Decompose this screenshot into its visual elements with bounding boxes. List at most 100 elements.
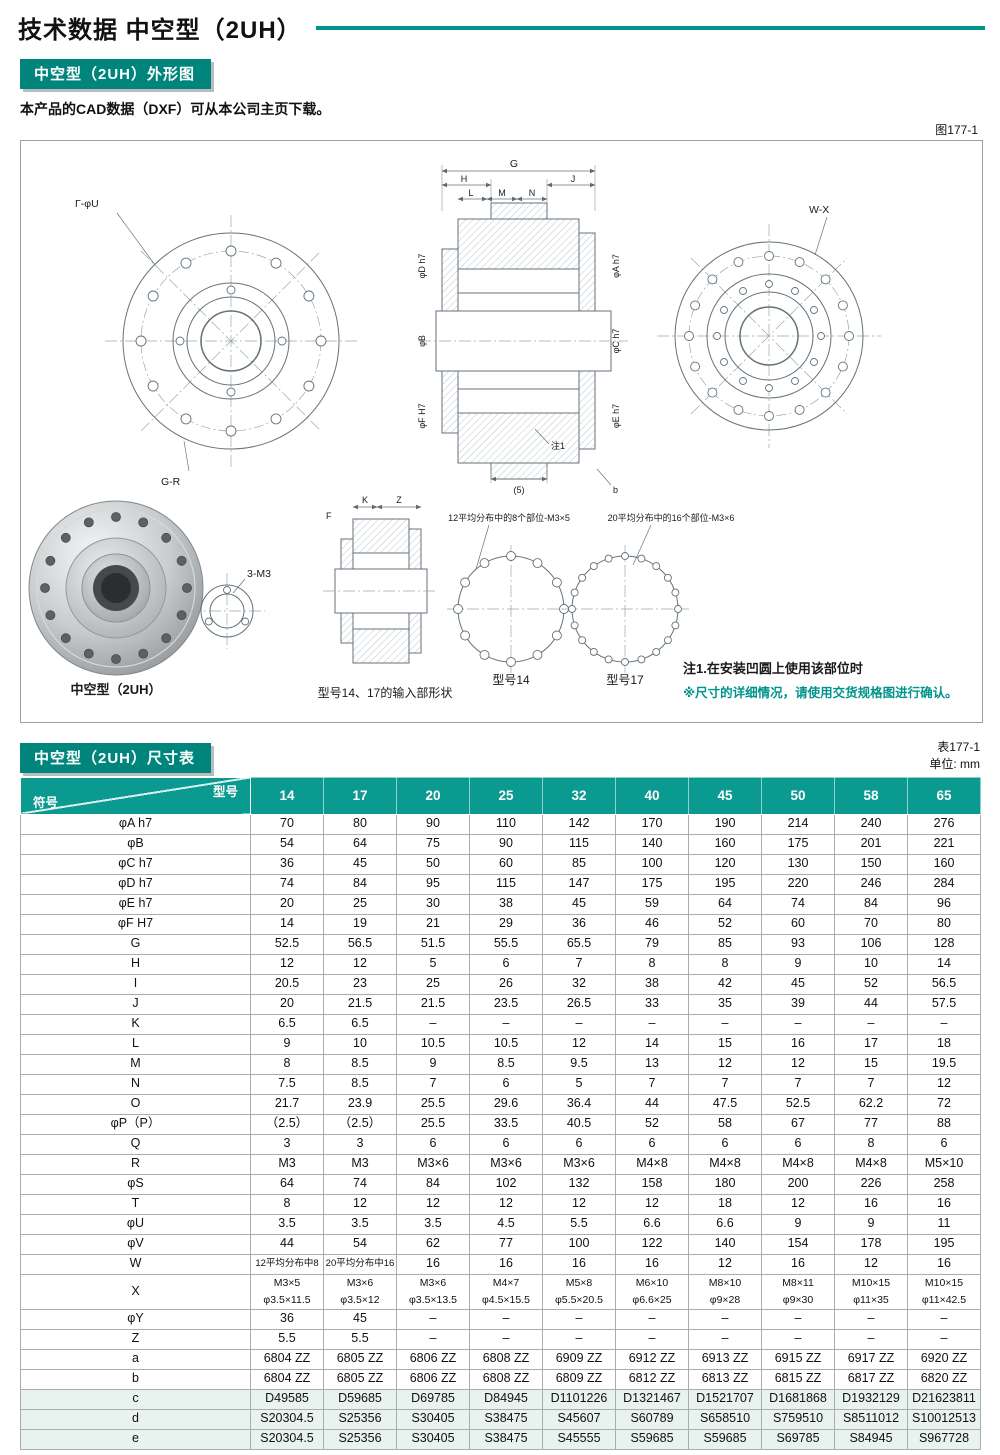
row-symbol: I (20, 973, 251, 995)
dimension-cell: 96 (907, 893, 981, 915)
dimension-cell: 16 (396, 1253, 470, 1275)
dimension-cell: S10012513 (907, 1408, 981, 1430)
row-symbol: φU (20, 1213, 251, 1235)
dimension-cell: 40.5 (542, 1113, 616, 1135)
dimension-cell: 6808 ZZ (469, 1348, 543, 1370)
dimension-cell: 100 (615, 853, 689, 875)
dimension-cell: 54 (250, 833, 324, 855)
dim-G: G (510, 158, 518, 170)
dimension-cell: 5.5 (542, 1213, 616, 1235)
dimension-cell: M3×6 (469, 1153, 543, 1175)
dimension-cell: D1321467 (615, 1388, 689, 1410)
dimension-cell: 240 (834, 813, 908, 835)
callout-model14: 12平均分布中的8个部位-M3×5 (448, 512, 570, 523)
dimension-cell: S30405 (396, 1408, 470, 1430)
dimension-cell: 122 (615, 1233, 689, 1255)
dimension-cell: 16 (615, 1253, 689, 1275)
dim-note1-callout: 注1 (551, 440, 565, 451)
dimension-cell: 11 (907, 1213, 981, 1235)
dimension-cell: 74 (323, 1173, 397, 1195)
model-header: 17 (323, 776, 397, 815)
dimension-cell: – (615, 1013, 689, 1035)
dimension-cell: 55.5 (469, 933, 543, 955)
dimension-cell: 25.5 (396, 1113, 470, 1135)
dimension-cell: 20 (250, 893, 324, 915)
dimension-cell: 38 (615, 973, 689, 995)
dimension-cell: 5 (396, 953, 470, 975)
m3-detail-view (189, 573, 265, 649)
dimension-cell: 18 (907, 1033, 981, 1055)
row-symbol: b (20, 1368, 251, 1390)
dimension-cell: 6805 ZZ (323, 1348, 397, 1370)
dimension-cell: 6804 ZZ (250, 1368, 324, 1390)
dim-phiB: φB (417, 335, 427, 347)
dimension-cell: 16 (907, 1193, 981, 1215)
dimension-cell: 44 (250, 1233, 324, 1255)
dim-Z: Z (396, 495, 402, 505)
dimension-cell: – (396, 1308, 470, 1330)
dimension-cell: 4.5 (469, 1213, 543, 1235)
dimension-cell: 9 (761, 1213, 835, 1235)
dimension-cell: 9 (250, 1033, 324, 1055)
dimension-cell: 50 (396, 853, 470, 875)
dim-phiF: φF H7 (417, 403, 427, 428)
dimension-cell: 45 (761, 973, 835, 995)
section-header-outline: 中空型（2UH）外形图 (20, 59, 212, 89)
dim-N: N (529, 188, 536, 198)
dimension-cell: 59 (615, 893, 689, 915)
dimension-cell: 21.7 (250, 1093, 324, 1115)
dimension-cell: 12 (761, 1193, 835, 1215)
dimension-cell: 6.6 (688, 1213, 762, 1235)
dimension-cell: 84 (396, 1173, 470, 1195)
dimension-cell: D1521707 (688, 1388, 762, 1410)
dimension-cell: 160 (907, 853, 981, 875)
page-header: 技术数据 中空型（2UH） (18, 10, 985, 45)
dimension-cell: 12 (615, 1193, 689, 1215)
dimension-cell: S8511012 (834, 1408, 908, 1430)
dimension-cell: S759510 (761, 1408, 835, 1430)
dimensions-section: 中空型（2UH）尺寸表 表177-1 单位: mm (20, 739, 980, 773)
dimension-cell: D1101226 (542, 1388, 616, 1410)
row-symbol: φF H7 (20, 913, 251, 935)
dimension-cell: 3.5 (250, 1213, 324, 1235)
dimension-cell: 6912 ZZ (615, 1348, 689, 1370)
dimension-cell: – (907, 1013, 981, 1035)
dimension-cell: 160 (688, 833, 762, 855)
dimension-cell: 62.2 (834, 1093, 908, 1115)
dimension-cell: 132 (542, 1173, 616, 1195)
dimension-cell: 10 (323, 1033, 397, 1055)
dimension-cell: 12 (542, 1033, 616, 1055)
dimension-cell: 25 (323, 893, 397, 915)
dimension-cell: 16 (907, 1253, 981, 1275)
title-rule (315, 25, 985, 30)
dimension-cell: 74 (250, 873, 324, 895)
dimension-cell: 93 (761, 933, 835, 955)
dimension-cell: 21.5 (323, 993, 397, 1015)
dimension-cell: S60789 (615, 1408, 689, 1430)
dimension-cell: – (469, 1013, 543, 1035)
dimension-cell: 6809 ZZ (542, 1368, 616, 1390)
dimension-cell: S69785 (761, 1428, 835, 1450)
dimension-cell: 6817 ZZ (834, 1368, 908, 1390)
dimension-cell: 20平均分布中16 (323, 1253, 397, 1275)
dimension-cell: S45607 (542, 1408, 616, 1430)
dimension-cell: 120 (688, 853, 762, 875)
dimension-cell: D1681868 (761, 1388, 835, 1410)
dimension-cell: 58 (688, 1113, 762, 1135)
m3-label: 3-M3 (247, 568, 271, 580)
dimension-cell: 6 (396, 1133, 470, 1155)
dimension-cell: M4×8 (834, 1153, 908, 1175)
dimension-cell: 84 (323, 873, 397, 895)
dimension-cell: （2.5） (250, 1113, 324, 1135)
